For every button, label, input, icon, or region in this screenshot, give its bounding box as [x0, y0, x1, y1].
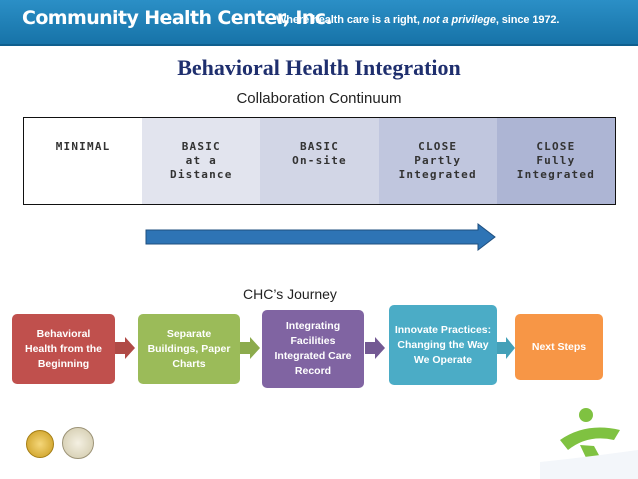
step-connector-1 [115, 337, 135, 359]
collaboration-continuum: MINIMAL BASIC at a Distance BASIC On-sit… [23, 117, 616, 205]
logo-text: Community Health Center, Inc. [22, 7, 333, 29]
stage-close-partly: CLOSE Partly Integrated [378, 118, 497, 204]
journey-step-3: Integrating Facilities Integrated Care R… [262, 310, 364, 388]
stage-minimal: MINIMAL [24, 118, 143, 204]
tagline-suffix: , since 1972. [495, 14, 560, 26]
decorative-figure-icon [540, 408, 638, 479]
journey-step-4: Innovate Practices: Changing the Way We … [389, 305, 497, 385]
journey-step-1: Behavioral Health from the Beginning [12, 314, 115, 384]
page-title: Behavioral Health Integration [177, 55, 461, 80]
journey-step-5: Next Steps [515, 314, 603, 380]
stage-basic-onsite: BASIC On-site [260, 118, 379, 204]
page-subtitle: Collaboration Continuum [236, 90, 402, 107]
step-connector-3 [365, 337, 385, 359]
stage-close-fully: CLOSE Fully Integrated [496, 118, 616, 204]
logo: Community Health Center, Inc. [22, 7, 333, 29]
award-seal-icon [62, 427, 94, 459]
step-connector-4 [497, 337, 515, 359]
journey-step-2: Separate Buildings, Paper Charts [138, 314, 240, 384]
tagline: Where health care is a right, not a priv… [276, 14, 559, 26]
progress-arrow [145, 223, 496, 251]
journey-label: CHC’s Journey [243, 286, 337, 302]
header-bar: Community Health Center, Inc. Where heal… [0, 0, 638, 46]
stage-basic-distance: BASIC at a Distance [142, 118, 261, 204]
step-connector-2 [240, 337, 260, 359]
accreditation-seal-icon [26, 430, 54, 458]
tagline-prefix: Where health care is a right, [276, 14, 423, 26]
tagline-emphasis: not a privilege [422, 14, 496, 26]
